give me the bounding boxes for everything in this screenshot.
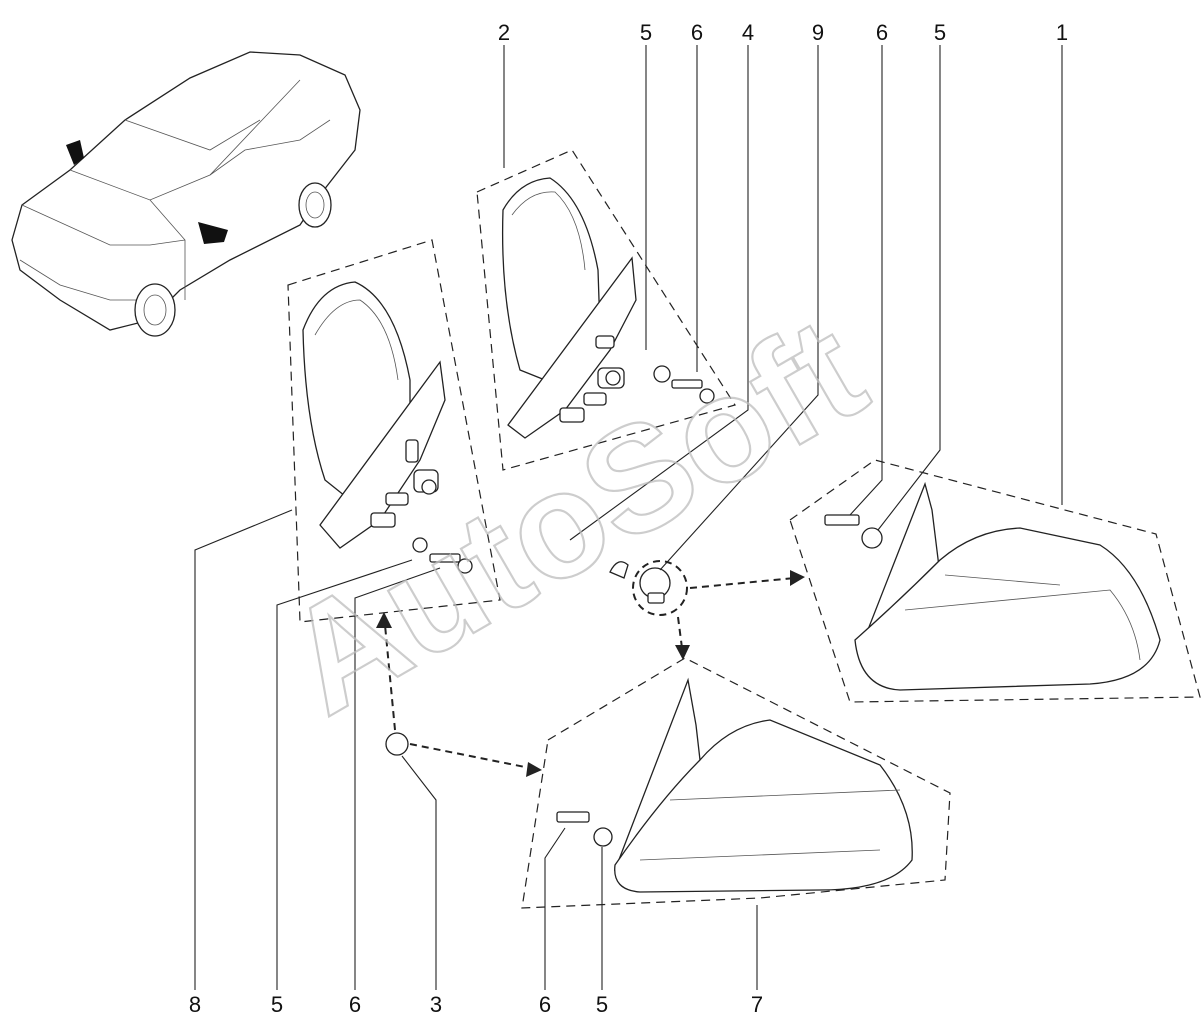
callout-top-8: 1 (1056, 20, 1068, 45)
callout-top-6: 6 (876, 20, 888, 45)
car-illustration (11, 51, 361, 337)
mirror-marker-left (66, 140, 84, 165)
callout-bottom-6: 5 (596, 992, 608, 1017)
callout-top-1: 2 (498, 20, 510, 45)
mirror-assembly-group-2 (476, 149, 736, 471)
connector-parts (609, 560, 688, 616)
callouts-top: 2 5 6 4 9 6 5 1 (498, 20, 1068, 45)
callout-top-3: 6 (691, 20, 703, 45)
leader-lines (194, 45, 1063, 990)
mirror-assembly-group-8 (287, 239, 501, 623)
callout-bottom-1: 8 (189, 992, 201, 1017)
mirror-assembly-group-1 (789, 459, 1201, 703)
callout-top-5: 9 (812, 20, 824, 45)
callouts-bottom: 8 5 6 3 6 5 7 (189, 992, 763, 1017)
callout-bottom-5: 6 (539, 992, 551, 1017)
callout-bottom-3: 6 (349, 992, 361, 1017)
mirror-marker-right (198, 222, 228, 244)
callout-bottom-7: 7 (751, 992, 763, 1017)
mirror-assembly-group-7 (385, 657, 951, 909)
callout-top-7: 5 (934, 20, 946, 45)
callout-top-2: 5 (640, 20, 652, 45)
callout-bottom-2: 5 (271, 992, 283, 1017)
callout-bottom-4: 3 (430, 992, 442, 1017)
callout-top-4: 4 (742, 20, 754, 45)
assembly-arrows (376, 570, 805, 777)
